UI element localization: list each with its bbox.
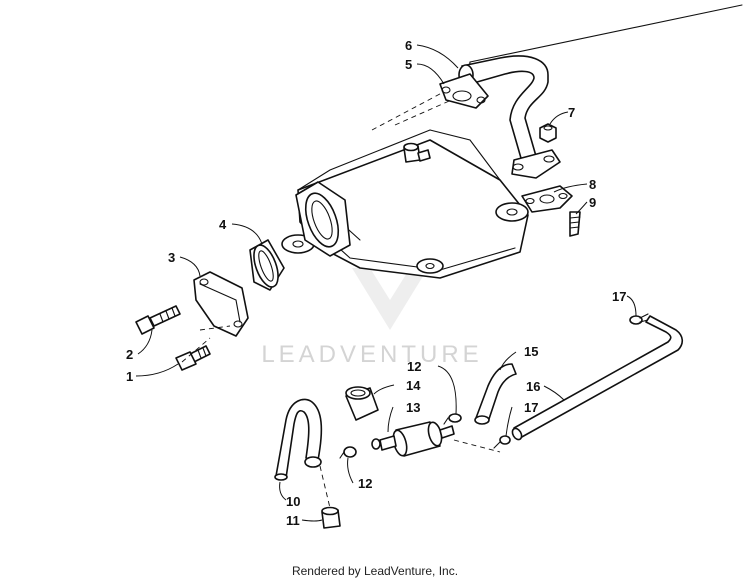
leadventure-watermark: LEADVENTURE <box>261 225 482 368</box>
callout-4: 4 <box>219 217 227 232</box>
part-5-gasket <box>439 73 489 109</box>
connection-lines <box>181 325 501 509</box>
callout-17-upper: 17 <box>612 289 626 304</box>
part-10-u-hose <box>274 398 323 481</box>
callout-12-lower: 12 <box>358 476 372 491</box>
callout-15: 15 <box>524 344 538 359</box>
callout-12-upper: 12 <box>407 359 421 374</box>
part-17-clamp-lower <box>493 435 511 449</box>
part-4-gasket <box>249 239 285 291</box>
callout-1: 1 <box>126 369 133 384</box>
part-2-bolt <box>135 305 181 335</box>
callout-17-lower: 17 <box>524 400 538 415</box>
callout-8: 8 <box>589 177 596 192</box>
leader-lines <box>135 44 637 522</box>
callout-5: 5 <box>405 57 412 72</box>
part-13-valve <box>371 421 455 457</box>
callout-16: 16 <box>526 379 540 394</box>
part-14-collar <box>345 386 379 421</box>
callout-14: 14 <box>406 378 421 393</box>
tail-pipe <box>371 4 743 131</box>
part-8-gasket <box>521 185 573 213</box>
part-1-bolt <box>175 345 211 371</box>
callout-10: 10 <box>286 494 300 509</box>
part-6-bent-pipe <box>458 55 561 179</box>
part-16-hose <box>511 315 684 441</box>
callout-9: 9 <box>589 195 596 210</box>
part-12-clamp-lower <box>339 446 357 459</box>
callouts: 6 5 7 8 9 4 3 2 1 17 15 16 17 12 14 13 1… <box>126 38 626 528</box>
callout-7: 7 <box>568 105 575 120</box>
part-12-clamp-upper <box>443 413 462 425</box>
part-7-nut <box>539 123 557 143</box>
footer-credit: Rendered by LeadVenture, Inc. <box>291 564 459 578</box>
part-9-stud <box>569 211 581 237</box>
callout-3: 3 <box>168 250 175 265</box>
muffler-body <box>281 129 529 279</box>
part-17-clamp-upper <box>629 313 649 325</box>
callout-2: 2 <box>126 347 133 362</box>
part-15-elbow-hose <box>474 363 517 425</box>
callout-13: 13 <box>406 400 420 415</box>
part-3-cover-plate <box>193 271 249 337</box>
watermark-text: LEADVENTURE <box>261 341 482 368</box>
callout-11: 11 <box>286 513 300 528</box>
part-11-cap <box>321 506 341 529</box>
callout-6: 6 <box>405 38 412 53</box>
